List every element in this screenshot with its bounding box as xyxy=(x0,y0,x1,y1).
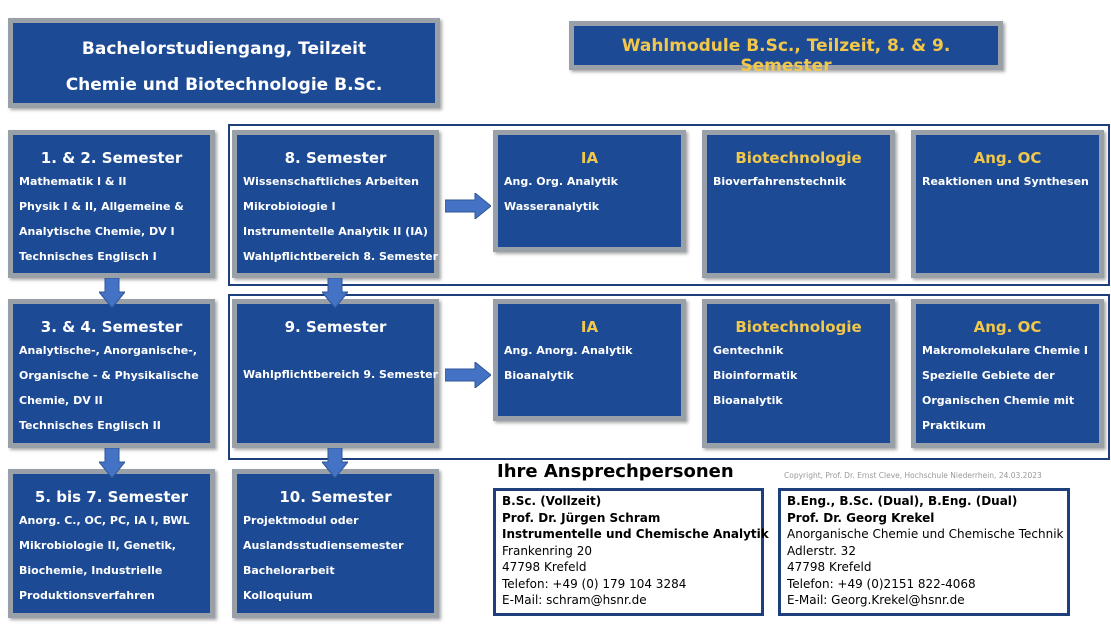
semester-10-title: 10. Semester xyxy=(279,488,392,506)
semester-5-7-box: 5. bis 7. Semester Anorg. C., OC, PC, IA… xyxy=(8,469,215,618)
semester8-frame xyxy=(228,124,1110,286)
elective9-ia-line: Ang. Anorg. Analytik xyxy=(504,344,633,357)
semester-10-line: Projektmodul oder xyxy=(243,514,359,527)
contact-email[interactable]: E-Mail: schram@hsnr.de xyxy=(502,593,647,607)
program-title-line1: Bachelorstudiengang, Teilzeit xyxy=(81,39,367,59)
contact-department: Anorganische Chemie und Chemische Techni… xyxy=(787,527,1064,541)
semester9-frame xyxy=(228,294,1110,460)
contact-program: B.Eng., B.Sc. (Dual), B.Eng. (Dual) xyxy=(787,494,1018,508)
elective9-angoc-line: Praktikum xyxy=(922,419,986,432)
contact-name: Prof. Dr. Georg Krekel xyxy=(787,510,935,525)
elective9-ia-title: IA xyxy=(580,318,599,336)
contact-street: Adlerstr. 32 xyxy=(787,543,856,558)
contact-department: Instrumentelle und Chemische Analytik xyxy=(502,527,769,541)
semester-8-line: Wissenschaftliches Arbeiten xyxy=(243,175,419,188)
semester-1-2-line: Analytische Chemie, DV I xyxy=(19,225,175,238)
semester-8-box: 8. Semester Wissenschaftliches Arbeiten … xyxy=(232,130,439,278)
arrow-right-icon xyxy=(445,193,491,219)
semester-10-line: Kolloquium xyxy=(243,589,313,602)
semester-8-title: 8. Semester xyxy=(284,149,387,167)
program-title-box: Bachelorstudiengang, Teilzeit Chemie und… xyxy=(8,18,440,108)
contact-street: Frankenring 20 xyxy=(502,543,593,558)
elective8-ia-line: Ang. Org. Analytik xyxy=(504,175,618,188)
contact-card-krekel: B.Eng., B.Sc. (Dual), B.Eng. (Dual) Prof… xyxy=(778,488,1070,616)
semester-10-box: 10. Semester Projektmodul oder Auslandss… xyxy=(232,469,439,618)
elective9-angoc-title: Ang. OC xyxy=(973,318,1042,336)
elective9-biotech-line: Bioinformatik xyxy=(713,369,798,382)
semester-9-title: 9. Semester xyxy=(284,318,387,336)
semester-10-line: Bachelorarbeit xyxy=(243,564,335,577)
arrow-down-icon xyxy=(322,448,348,478)
electives-title-box: Wahlmodule B.Sc., Teilzeit, 8. & 9. Seme… xyxy=(569,21,1003,76)
elective8-angoc-line: Reaktionen und Synthesen xyxy=(922,175,1089,188)
elective8-biotech-title: Biotechnologie xyxy=(735,149,862,167)
contact-city: 47798 Krefeld xyxy=(787,560,872,574)
elective8-ia-title: IA xyxy=(580,149,599,167)
electives-title: Wahlmodule B.Sc., Teilzeit, 8. & 9. Seme… xyxy=(621,36,951,76)
arrow-right-icon xyxy=(445,362,491,388)
semester-3-4-line: Chemie, DV II xyxy=(19,394,103,407)
arrow-down-icon xyxy=(99,278,125,308)
elective9-ia-box: IA Ang. Anorg. Analytik Bioanalytik xyxy=(493,299,686,421)
elective9-angoc-line: Makromolekulare Chemie I xyxy=(922,344,1088,357)
contact-email[interactable]: E-Mail: Georg.Krekel@hsnr.de xyxy=(787,593,965,607)
elective8-biotech-line: Bioverfahrenstechnik xyxy=(713,175,847,188)
semester-9-box: 9. Semester Wahlpflichtbereich 9. Semest… xyxy=(232,299,439,448)
elective8-angoc-box: Ang. OC Reaktionen und Synthesen xyxy=(911,130,1104,278)
copyright-note: Copyright, Prof. Dr. Ernst Cleve, Hochsc… xyxy=(784,471,1042,480)
semester-5-7-line: Produktionsverfahren xyxy=(19,589,155,602)
contact-phone: Telefon: +49 (0)2151 822-4068 xyxy=(787,576,976,591)
contact-card-schram: B.Sc. (Vollzeit) Prof. Dr. Jürgen Schram… xyxy=(493,488,769,616)
elective9-biotech-title: Biotechnologie xyxy=(735,318,862,336)
semester-3-4-line: Technisches Englisch II xyxy=(19,419,161,432)
elective8-ia-line: Wasseranalytik xyxy=(504,200,600,213)
semester-1-2-title: 1. & 2. Semester xyxy=(40,149,183,167)
elective9-angoc-line: Organischen Chemie mit xyxy=(922,394,1075,407)
semester-5-7-line: Mikrobiologie II, Genetik, xyxy=(19,539,176,552)
elective9-angoc-line: Spezielle Gebiete der xyxy=(922,369,1055,382)
semester-8-line: Wahlpflichtbereich 8. Semester xyxy=(243,250,439,263)
contact-program: B.Sc. (Vollzeit) xyxy=(502,494,602,508)
semester-8-line: Mikrobioiogie I xyxy=(243,200,336,213)
semester-3-4-title: 3. & 4. Semester xyxy=(40,318,183,336)
semester-10-line: Auslandsstudiensemester xyxy=(243,539,404,552)
elective8-biotech-box: Biotechnologie Bioverfahrenstechnik xyxy=(702,130,895,278)
elective9-angoc-box: Ang. OC Makromolekulare Chemie I Speziel… xyxy=(911,299,1104,448)
elective9-biotech-line: Bioanalytik xyxy=(713,394,783,407)
semester-1-2-box: 1. & 2. Semester Mathematik I & II Physi… xyxy=(8,130,215,278)
semester-5-7-line: Anorg. C., OC, PC, IA I, BWL xyxy=(19,514,190,527)
contacts-heading: Ihre Ansprechpersonen xyxy=(497,461,734,482)
arrow-down-icon xyxy=(322,278,348,308)
elective9-ia-line: Bioanalytik xyxy=(504,369,574,382)
elective9-biotech-line: Gentechnik xyxy=(713,344,784,357)
contact-city: 47798 Krefeld xyxy=(502,560,587,574)
elective8-angoc-title: Ang. OC xyxy=(973,149,1042,167)
elective9-biotech-box: Biotechnologie Gentechnik Bioinformatik … xyxy=(702,299,895,448)
arrow-down-icon xyxy=(99,448,125,478)
semester-5-7-line: Biochemie, Industrielle xyxy=(19,564,163,577)
program-title-line2: Chemie und Biotechnologie B.Sc. xyxy=(65,75,383,95)
elective8-ia-box: IA Ang. Org. Analytik Wasseranalytik xyxy=(493,130,686,252)
contact-name: Prof. Dr. Jürgen Schram xyxy=(502,510,661,525)
semester-5-7-title: 5. bis 7. Semester xyxy=(34,488,189,506)
semester-1-2-line: Technisches Englisch I xyxy=(19,250,157,263)
semester-3-4-box: 3. & 4. Semester Analytische-, Anorganis… xyxy=(8,299,215,448)
contact-phone: Telefon: +49 (0) 179 104 3284 xyxy=(502,576,687,591)
semester-1-2-line: Physik I & II, Allgemeine & xyxy=(19,200,184,213)
semester-3-4-line: Organische - & Physikalische xyxy=(19,369,199,382)
semester-8-line: Instrumentelle Analytik II (IA) xyxy=(243,225,428,238)
semester-9-line: Wahlpflichtbereich 9. Semester xyxy=(243,368,439,381)
semester-3-4-line: Analytische-, Anorganische-, xyxy=(19,344,197,357)
semester-1-2-line: Mathematik I & II xyxy=(19,175,127,188)
